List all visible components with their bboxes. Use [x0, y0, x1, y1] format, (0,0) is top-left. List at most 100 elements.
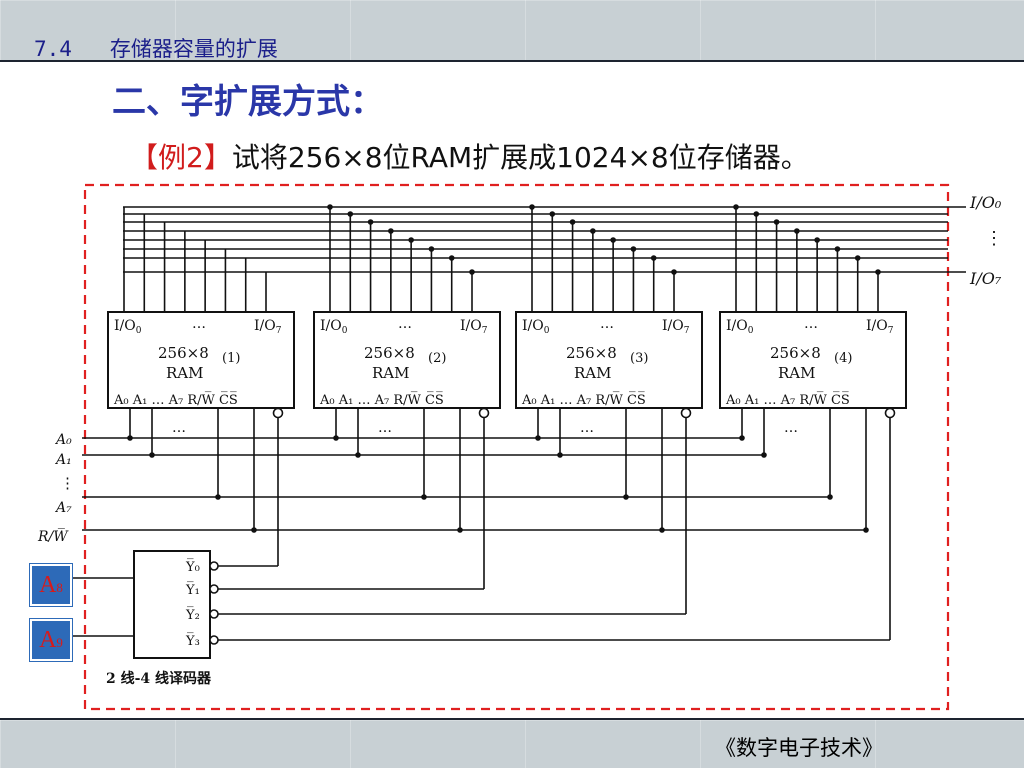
- chip-io-first-sub: 0: [342, 326, 348, 336]
- ram-chip-1: I/O0 I/O7 … 256×8 (1) RAM A₀ A₁ … A₇ R/W̅ C̅S̅…: [107, 311, 295, 436]
- decoder-output-label: Y̅₁: [185, 582, 200, 598]
- bus-junction-dot: [428, 246, 435, 252]
- chip-io-ellipsis: …: [804, 316, 818, 332]
- bus-junction-dot: [590, 228, 596, 234]
- bus-junction-dot: [854, 255, 861, 261]
- bus-junction-dot: [814, 237, 820, 243]
- decoder-output-label: Y̅₀: [185, 559, 200, 575]
- chip-index: (4): [834, 351, 852, 366]
- bus-junction-dot: [794, 228, 800, 234]
- bus-junction-dot: [448, 255, 455, 261]
- a9-sub: 9: [56, 635, 63, 650]
- input-label-a7: A₇: [54, 500, 72, 516]
- section-title-text: 存储器容量的扩展: [109, 37, 278, 61]
- input-vertical-ellipsis: ⋮: [60, 474, 75, 492]
- diagram-border: [83, 183, 950, 711]
- chip-type: RAM: [166, 364, 204, 382]
- bus-junction-dot: [753, 211, 760, 217]
- chip-address-pins: A₀ A₁ … A₇ R/W̅ C̅S̅: [319, 392, 444, 408]
- bus-junction-dot: [650, 255, 657, 261]
- chip-index: (1): [222, 351, 240, 366]
- bus-junction-dot: [671, 269, 677, 275]
- chip-capacity: 256×8: [566, 344, 617, 362]
- book-title: 《数字电子技术》: [715, 736, 883, 760]
- ram-chip-box: [719, 311, 907, 409]
- decoder-output-bubble: [209, 584, 219, 594]
- chip-address-pins: A₀ A₁ … A₇ R/W̅ C̅S̅: [725, 392, 850, 408]
- chip-io-last: I/O7: [254, 318, 282, 336]
- decoder-label: 2 线-4 线译码器: [106, 670, 212, 687]
- chip-io-first-sub: 0: [136, 326, 142, 336]
- cs-bubble: [478, 407, 490, 419]
- bus-junction-dot: [367, 219, 374, 225]
- chip-type: RAM: [778, 364, 816, 382]
- chip-address-pins: A₀ A₁ … A₇ R/W̅ C̅S̅: [521, 392, 646, 408]
- chip-io-last: I/O7: [866, 318, 894, 336]
- section-title: 7.4 存储器容量的扩展: [34, 33, 278, 63]
- footer-bar: [0, 718, 1024, 768]
- ram-chips: I/O0 I/O7 … 256×8 (1) RAM A₀ A₁ … A₇ R/W̅ C̅S̅…: [107, 311, 907, 436]
- bus-junction-dot: [469, 269, 475, 275]
- chip-io-ellipsis: …: [398, 316, 412, 332]
- chip-io-first: I/O0: [320, 318, 348, 336]
- bus-junction-dot: [388, 228, 394, 234]
- slide-heading: 二、字扩展方式：: [112, 82, 384, 122]
- chip-io-last-sub: 7: [482, 326, 488, 336]
- chip-io-last-sub: 7: [276, 326, 282, 336]
- example-statement: 【例2】试将256×8位RAM扩展成1024×8位存储器。: [130, 136, 809, 176]
- chip-index: (3): [630, 351, 648, 366]
- a8-sub: 8: [56, 580, 63, 595]
- chip-capacity: 256×8: [364, 344, 415, 362]
- chip-pin-ellipsis: …: [784, 420, 798, 436]
- bus-junction-dot: [569, 219, 576, 225]
- bus-junction-dot: [610, 237, 616, 243]
- bus-junction-dot: [549, 211, 556, 217]
- bus-junction-dot: [733, 204, 739, 210]
- decoder-2-to-4: Y̅₀ Y̅₁ Y̅₂ Y̅₃: [72, 550, 219, 659]
- chip-capacity: 256×8: [770, 344, 821, 362]
- cs-bubble: [272, 407, 284, 419]
- cs-bubble: [884, 407, 896, 419]
- bus-junction-dot: [875, 269, 881, 275]
- bus-junction-dot: [408, 237, 414, 243]
- chip-pin-ellipsis: …: [580, 420, 594, 436]
- ram-chip-box: [313, 311, 501, 409]
- decoder-box: [133, 550, 211, 659]
- example-text: 试将256×8位RAM扩展成1024×8位存储器。: [231, 141, 809, 174]
- chip-pin-ellipsis: …: [172, 420, 186, 436]
- a8-letter: A: [39, 571, 57, 598]
- chip-io-first: I/O0: [114, 318, 142, 336]
- bus-junction-dot: [529, 204, 535, 210]
- cs-bubble: [680, 407, 692, 419]
- chip-io-last-sub: 7: [888, 326, 894, 336]
- bus-junction-dot: [327, 204, 333, 210]
- data-bus: [123, 204, 966, 312]
- a9-letter: A: [39, 626, 57, 653]
- chip-io-last: I/O7: [662, 318, 690, 336]
- bus-junction-dot: [773, 219, 780, 225]
- bus-io-top-label: I/O₀: [969, 193, 1002, 212]
- decoder-output-label: Y̅₃: [185, 633, 200, 649]
- chip-capacity: 256×8: [158, 344, 209, 362]
- chip-io-last: I/O7: [460, 318, 488, 336]
- decoder-output-bubble: [209, 635, 219, 645]
- input-label-rw: R/W̅: [37, 526, 69, 545]
- ram-chip-box: [515, 311, 703, 409]
- bus-io-bottom-label: I/O₇: [969, 269, 1002, 288]
- bus-vertical-ellipsis: ⋮: [985, 228, 1003, 249]
- chip-io-last-sub: 7: [684, 326, 690, 336]
- chip-io-first-sub: 0: [544, 326, 550, 336]
- chip-io-first-sub: 0: [748, 326, 754, 336]
- chip-type: RAM: [372, 364, 410, 382]
- decoder-output-label: Y̅₂: [185, 607, 200, 623]
- chip-address-pins: A₀ A₁ … A₇ R/W̅ C̅S̅: [113, 392, 238, 408]
- input-label-a0: A₀: [54, 432, 72, 448]
- decoder-output-bubble: [209, 561, 219, 571]
- chip-type: RAM: [574, 364, 612, 382]
- bus-junction-dot: [834, 246, 841, 252]
